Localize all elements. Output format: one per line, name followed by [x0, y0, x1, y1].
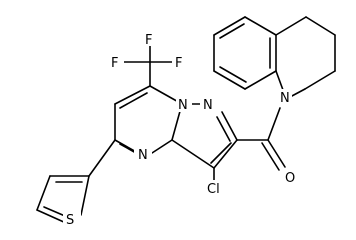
molecule-structure: F F F N N N N O Cl S [36, 16, 336, 228]
atom-label-n-amide: N [280, 91, 290, 106]
atom-label-n-pyrazole: N [203, 98, 213, 113]
atom-label-s-thiophene: S [66, 213, 74, 228]
atom-label-n-bridge: N [178, 98, 188, 113]
atom-label-n-pyrimidine: N [138, 148, 148, 163]
atom-label-f2: F [111, 56, 118, 71]
atom-label-o-carbonyl: O [285, 171, 295, 186]
atom-label-cl: Cl [207, 182, 220, 197]
bonds [36, 16, 336, 224]
atom-label-f1: F [145, 33, 152, 48]
atom-label-f3: F [175, 56, 182, 71]
atom-labels: F F F N N N N O Cl S [63, 32, 299, 228]
